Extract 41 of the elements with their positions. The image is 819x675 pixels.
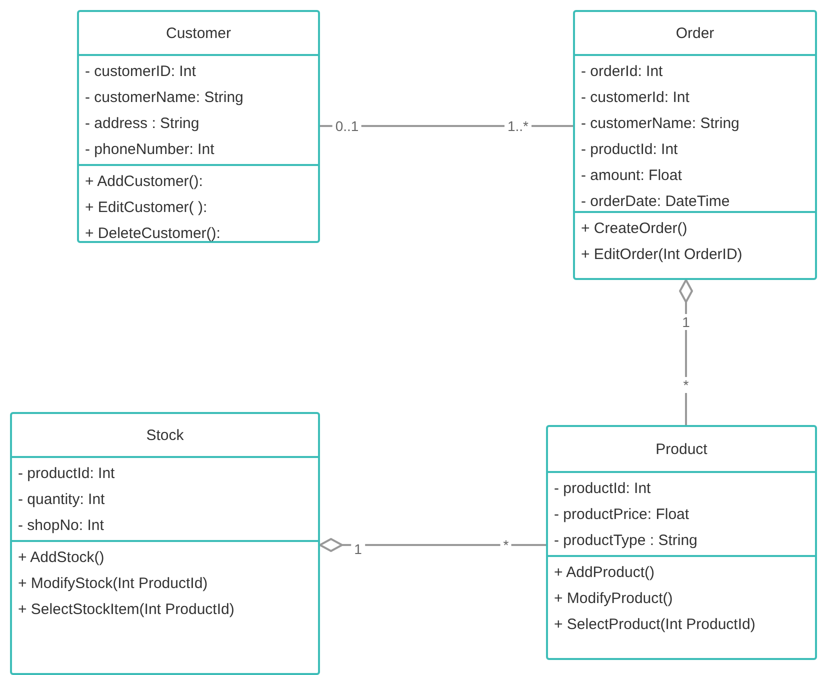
method-text: + EditCustomer( ): — [85, 198, 208, 218]
association-line — [319, 538, 546, 552]
attribute-text: - address : String — [85, 114, 200, 134]
class-box — [546, 425, 817, 660]
attribute-text: - customerName: String — [85, 88, 244, 108]
multiplicity-label: 1 — [351, 541, 365, 557]
attribute-text: - productId: Int — [581, 140, 678, 160]
attribute-text: - orderDate: DateTime — [581, 192, 730, 212]
class-box — [573, 10, 817, 280]
method-text: + AddStock() — [18, 548, 104, 568]
attribute-text: - quantity: Int — [18, 490, 105, 510]
attribute-text: - productType : String — [554, 531, 698, 551]
class-name: Stock — [146, 426, 184, 444]
method-text: + AddProduct() — [554, 563, 654, 583]
multiplicity-label: 0..1 — [332, 118, 362, 134]
attribute-text: - phoneNumber: Int — [85, 140, 214, 160]
multiplicity-label: 1..* — [504, 118, 532, 134]
method-compartment — [79, 164, 318, 243]
method-text: + ModifyProduct() — [554, 589, 673, 609]
method-text: + SelectProduct(Int ProductId) — [554, 615, 756, 635]
method-text: + DeleteCustomer(): — [85, 224, 220, 244]
method-text: + SelectStockItem(Int ProductId) — [18, 600, 234, 620]
attribute-text: - shopNo: Int — [18, 516, 104, 536]
method-text: + CreateOrder() — [581, 219, 688, 239]
method-text: + ModifyStock(Int ProductId) — [18, 574, 208, 594]
method-text: + AddCustomer(): — [85, 172, 203, 192]
attribute-text: - orderId: Int — [581, 62, 663, 82]
class-name: Product — [656, 440, 708, 458]
method-text: + EditOrder(Int OrderID) — [581, 245, 742, 265]
class-name: Customer — [166, 24, 232, 42]
attribute-text: - customerId: Int — [581, 88, 690, 108]
class-box — [10, 412, 320, 675]
attribute-text: - customerName: String — [581, 114, 740, 134]
attribute-text: - customerID: Int — [85, 62, 196, 82]
class-name: Order — [676, 24, 714, 42]
attribute-text: - productPrice: Float — [554, 505, 690, 525]
class-box — [77, 10, 320, 243]
association-line — [679, 279, 693, 425]
attribute-text: - productId: Int — [18, 464, 115, 484]
attribute-text: - productId: Int — [554, 479, 651, 499]
attribute-text: - amount: Float — [581, 166, 682, 186]
